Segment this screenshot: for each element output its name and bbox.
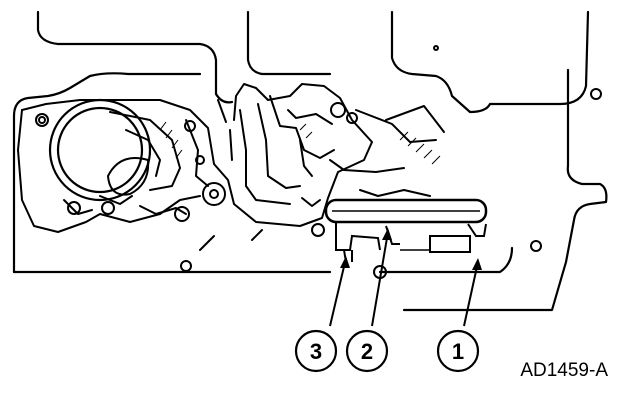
bolt-hole xyxy=(101,201,115,215)
bolt-hole xyxy=(209,189,219,199)
bolt-hole xyxy=(330,102,346,118)
figure-id: AD1459-A xyxy=(520,360,608,381)
leader-arrowheads xyxy=(340,228,482,270)
leader-line-3 xyxy=(329,257,347,327)
bolt-hole xyxy=(184,120,196,132)
callout-3: 3 xyxy=(294,329,338,373)
housing-outline xyxy=(12,10,608,312)
bolt-hole xyxy=(202,182,226,206)
leader-lines xyxy=(329,231,479,327)
bolt-hole xyxy=(590,88,602,100)
servo-bore xyxy=(48,98,152,202)
bolt-hole xyxy=(346,112,358,124)
bolt-hole xyxy=(433,45,439,51)
callout-number: 2 xyxy=(361,339,373,364)
bolt-hole xyxy=(195,155,205,165)
bolt-holes xyxy=(35,45,602,279)
bolt-hole xyxy=(35,113,49,127)
retaining-plate xyxy=(324,198,488,263)
callout-number: 3 xyxy=(310,339,322,364)
leader-line-1 xyxy=(463,261,479,327)
passage-shading xyxy=(159,121,441,165)
arrowhead-2 xyxy=(382,228,392,240)
bolt-hole xyxy=(530,240,542,252)
valve-body-plate xyxy=(17,83,445,251)
bolt-hole xyxy=(311,223,325,237)
bolt-hole xyxy=(38,116,46,124)
callout-1: 1 xyxy=(436,329,480,373)
leader-line-2 xyxy=(371,231,389,327)
bolt-hole xyxy=(180,260,192,272)
arrowhead-3 xyxy=(340,256,350,268)
callout-2: 2 xyxy=(345,329,389,373)
callout-number: 1 xyxy=(452,339,464,364)
bolt-hole xyxy=(67,201,81,215)
arrowhead-1 xyxy=(472,258,482,270)
bolt-hole xyxy=(174,206,190,222)
